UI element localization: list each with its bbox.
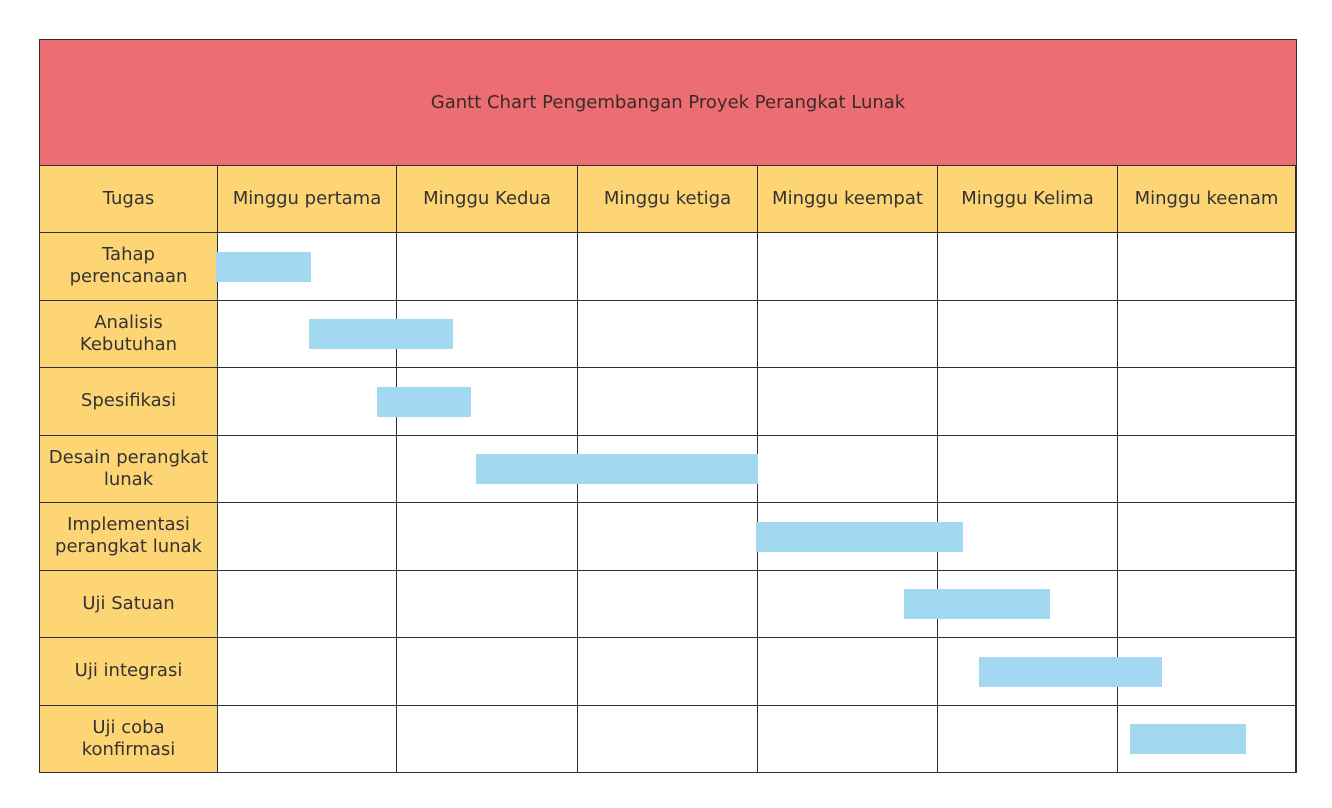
grid-cell bbox=[578, 570, 758, 638]
grid-cell bbox=[218, 638, 397, 706]
gantt-bar bbox=[1130, 724, 1247, 755]
week-column-header: Minggu Kedua bbox=[397, 166, 578, 233]
grid-cell bbox=[397, 705, 578, 773]
task-label: Uji integrasi bbox=[40, 638, 218, 706]
grid-cell bbox=[1118, 300, 1296, 368]
grid-cell bbox=[758, 233, 938, 301]
grid-cell bbox=[938, 435, 1118, 503]
grid-cell bbox=[578, 233, 758, 301]
grid-cell bbox=[578, 368, 758, 436]
task-label: Desain perangkat lunak bbox=[40, 435, 218, 503]
grid-cell bbox=[758, 705, 938, 773]
grid-cell bbox=[938, 570, 1118, 638]
task-label: Spesifikasi bbox=[40, 368, 218, 436]
task-label: Implementasi perangkat lunak bbox=[40, 503, 218, 571]
grid-cell bbox=[218, 705, 397, 773]
task-label: Uji coba konfirmasi bbox=[40, 705, 218, 773]
grid-cell bbox=[1118, 705, 1296, 773]
task-label: Tahap perencanaan bbox=[40, 233, 218, 301]
grid-cell bbox=[938, 705, 1118, 773]
gantt-bar bbox=[216, 251, 312, 282]
grid-cell bbox=[1118, 435, 1296, 503]
grid-cell bbox=[578, 300, 758, 368]
week-column-header: Minggu pertama bbox=[218, 166, 397, 233]
gantt-bar bbox=[309, 319, 454, 350]
week-column-header: Minggu Kelima bbox=[938, 166, 1118, 233]
grid-cell bbox=[218, 570, 397, 638]
grid-cell bbox=[397, 503, 578, 571]
grid-cell bbox=[218, 233, 397, 301]
grid-cell bbox=[1118, 233, 1296, 301]
grid-cell bbox=[397, 638, 578, 706]
grid-cell bbox=[397, 300, 578, 368]
task-label: Uji Satuan bbox=[40, 570, 218, 638]
grid-cell bbox=[758, 300, 938, 368]
gantt-bar bbox=[476, 454, 758, 485]
grid-cell bbox=[1118, 638, 1296, 706]
grid-cell bbox=[758, 638, 938, 706]
grid-cell bbox=[218, 435, 397, 503]
grid-cell bbox=[218, 368, 397, 436]
grid-cell bbox=[397, 570, 578, 638]
gantt-bar bbox=[903, 589, 1050, 620]
grid-cell bbox=[758, 368, 938, 436]
week-column-header: Minggu keenam bbox=[1118, 166, 1296, 233]
grid-cell bbox=[1118, 368, 1296, 436]
grid-cell bbox=[938, 503, 1118, 571]
gantt-bar bbox=[979, 656, 1163, 687]
gantt-bar bbox=[377, 386, 472, 417]
grid-cell bbox=[1118, 570, 1296, 638]
grid-cell bbox=[397, 233, 578, 301]
grid-cell bbox=[218, 503, 397, 571]
chart-title-band: Gantt Chart Pengembangan Proyek Perangka… bbox=[40, 40, 1296, 166]
gantt-bar bbox=[756, 521, 964, 552]
grid-cell bbox=[1118, 503, 1296, 571]
task-column-header: Tugas bbox=[40, 166, 218, 233]
grid-cell bbox=[938, 233, 1118, 301]
grid-cell bbox=[578, 705, 758, 773]
week-column-header: Minggu ketiga bbox=[578, 166, 758, 233]
grid-cell bbox=[578, 503, 758, 571]
grid-cell bbox=[938, 368, 1118, 436]
week-column-header: Minggu keempat bbox=[758, 166, 938, 233]
grid-cell bbox=[578, 638, 758, 706]
grid-cell bbox=[397, 368, 578, 436]
grid-cell bbox=[758, 435, 938, 503]
task-label: Analisis Kebutuhan bbox=[40, 300, 218, 368]
gantt-chart: Gantt Chart Pengembangan Proyek Perangka… bbox=[39, 39, 1297, 773]
grid-cell bbox=[938, 300, 1118, 368]
chart-title: Gantt Chart Pengembangan Proyek Perangka… bbox=[430, 92, 906, 113]
